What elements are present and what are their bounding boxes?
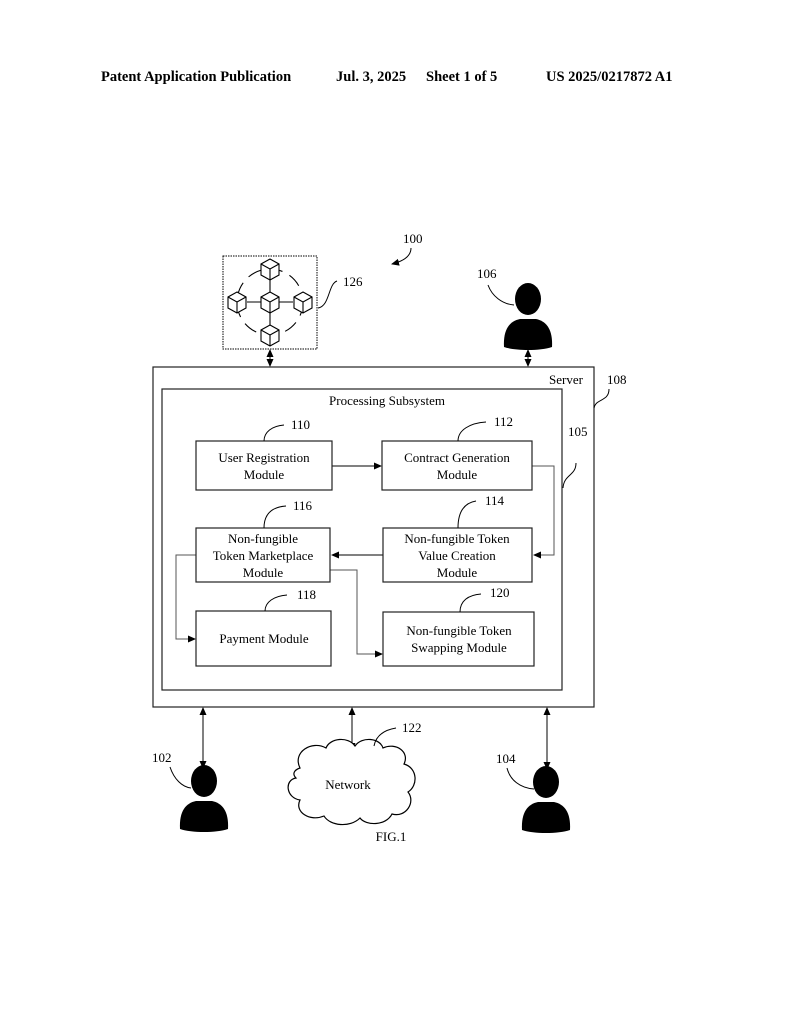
system-ref-label: 100 (403, 231, 423, 246)
module-label-line: Module (437, 467, 478, 482)
module-label-line: Payment Module (219, 631, 308, 646)
payment-module: Payment Module (195, 610, 332, 667)
sheet-number: Sheet 1 of 5 (426, 69, 498, 85)
processing-subsystem-ref-label: 105 (568, 424, 588, 439)
module-label-line: Contract Generation (404, 450, 510, 465)
module-label-line: Module (243, 565, 284, 580)
publication-date: Jul. 3, 2025 (336, 69, 407, 85)
user-104-leader (506, 767, 535, 790)
nft-value-creation-ref-label: 114 (485, 493, 505, 508)
network-ref-label: 122 (402, 720, 422, 735)
figure-caption: FIG.1 (376, 829, 407, 844)
nft-marketplace-leader (263, 505, 287, 529)
cloud-icon (287, 738, 416, 826)
payment-leader (264, 594, 288, 612)
nft-marketplace-ref-label: 116 (293, 498, 313, 513)
blockchain-leader (317, 280, 338, 309)
module-label-line: Module (437, 565, 478, 580)
processing-subsystem-label: Processing Subsystem (329, 393, 445, 408)
user-icon (179, 765, 229, 832)
nft-swapping-module: Non-fungible Token Swapping Module (382, 611, 535, 667)
marketplace-to-payment-arrow (175, 554, 196, 643)
user-icon (503, 283, 553, 350)
nft-value-creation-leader (457, 500, 477, 529)
nft-marketplace-module: Non-fungible Token Marketplace Module (195, 527, 331, 583)
nft-value-creation-module: Non-fungible Token Value Creation Module (382, 527, 533, 583)
module-label-line: Swapping Module (411, 640, 507, 655)
user-icon (521, 766, 571, 833)
page-header: Patent Application Publication Jul. 3, 2… (0, 69, 794, 89)
user-registration-ref-label: 110 (291, 417, 310, 432)
user-102-ref-label: 102 (152, 750, 172, 765)
contract-generation-module: Contract Generation Module (381, 440, 533, 491)
server-label: Server (549, 372, 584, 387)
module-label-line: Non-fungible Token (404, 531, 510, 546)
nft-swapping-leader (459, 593, 482, 613)
module-label-line: User Registration (218, 450, 310, 465)
user-106-ref-label: 106 (477, 266, 497, 281)
blockchain-network-icon (222, 255, 318, 350)
marketplace-to-swapping-arrow (330, 569, 383, 658)
module-label-line: Non-fungible (228, 531, 298, 546)
server-ref-label: 108 (607, 372, 627, 387)
system-ref-arrow (391, 247, 412, 266)
user-104-ref-label: 104 (496, 751, 516, 766)
publication-type: Patent Application Publication (101, 69, 292, 85)
blockchain-ref-label: 126 (343, 274, 363, 289)
module-label-line: Token Marketplace (213, 548, 314, 563)
user-106-leader (487, 284, 515, 306)
network-leader (373, 727, 397, 747)
contract-generation-leader (457, 421, 487, 442)
processing-subsystem-leader (562, 462, 577, 489)
user-102-leader (169, 766, 192, 789)
module-label-line: Value Creation (418, 548, 496, 563)
contract-to-valuecreation-arrow (532, 465, 555, 559)
nft-swapping-ref-label: 120 (490, 585, 510, 600)
module-label-line: Module (244, 467, 285, 482)
server-leader (593, 388, 610, 409)
user-registration-module: User Registration Module (195, 440, 333, 491)
module-label-line: Non-fungible Token (406, 623, 512, 638)
payment-ref-label: 118 (297, 587, 316, 602)
user-registration-leader (263, 424, 285, 442)
contract-generation-ref-label: 112 (494, 414, 513, 429)
network-label: Network (325, 777, 371, 792)
publication-number: US 2025/0217872 A1 (546, 69, 673, 85)
